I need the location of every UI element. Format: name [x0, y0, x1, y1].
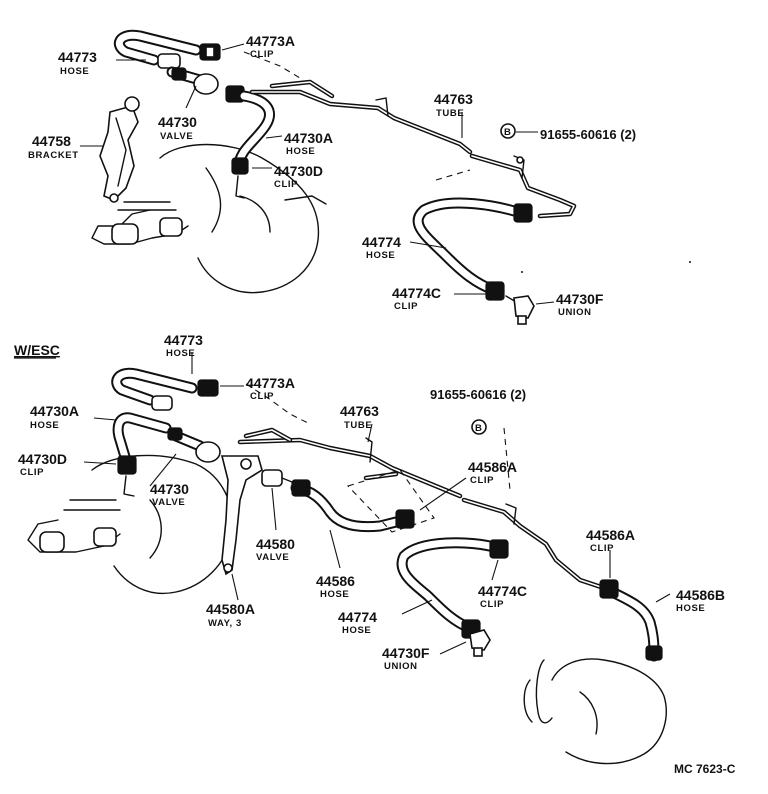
callout-number-t-44774: 44774 — [362, 234, 401, 250]
top-assembly: B 44773 HOSE 44773A CLIP 44730 VALVE 447… — [28, 29, 636, 325]
callout-name-b-44580a: WAY, 3 — [208, 618, 242, 629]
bolt-marker-top: B — [504, 127, 511, 138]
bolt-marker-bottom: B — [475, 423, 482, 434]
callout-number-t-44730: 44730 — [158, 114, 197, 130]
callout-name-b-44774: HOSE — [342, 625, 371, 636]
callout-number-t-91655: 91655-60616 (2) — [540, 127, 636, 142]
callout-name-b-44586: HOSE — [320, 589, 349, 600]
callout-number-t-44773a: 44773A — [246, 33, 295, 49]
callout-number-b-44730: 44730 — [150, 481, 189, 497]
callout-name-b-44730a: HOSE — [30, 420, 59, 431]
callout-number-b-44586a2: 44586A — [586, 527, 635, 543]
bracket-44758 — [99, 96, 140, 203]
callout-number-b-44773: 44773 — [164, 332, 203, 348]
callout-name-b-44773a: CLIP — [250, 391, 274, 402]
callout-name-b-44586a2: CLIP — [590, 543, 614, 554]
callout-number-b-44586a1: 44586A — [468, 459, 517, 475]
callout-name-b-44586a1: CLIP — [470, 475, 494, 486]
callout-number-b-91655: 91655-60616 (2) — [430, 387, 526, 402]
callout-name-b-44774c: CLIP — [480, 599, 504, 610]
diagram-code: MC 7623-C — [674, 762, 736, 776]
callout-name-b-44730: VALVE — [152, 497, 185, 508]
callout-name-t-44730a: HOSE — [286, 146, 315, 157]
callout-number-b-44580: 44580 — [256, 536, 295, 552]
section-label-w-esc: W/ESC — [14, 342, 60, 358]
callout-name-t-44773a: CLIP — [250, 49, 274, 60]
callout-name-b-44730f: UNION — [384, 661, 418, 672]
callout-number-b-44773a: 44773A — [246, 375, 295, 391]
callout-name-t-44730f: UNION — [558, 307, 592, 318]
callout-name-t-44730: VALVE — [160, 131, 193, 142]
callout-number-b-44586b: 44586B — [676, 587, 725, 603]
booster-outline-bottom — [523, 658, 667, 765]
bottom-assembly: B 44773 HOSE 44773A CLIP 44730A HOSE 447… — [18, 332, 725, 765]
callout-name-b-44730d: CLIP — [20, 467, 44, 478]
callout-number-b-44730a: 44730A — [30, 403, 79, 419]
callout-name-t-44774c: CLIP — [394, 301, 418, 312]
callout-number-t-44730f: 44730F — [556, 291, 604, 307]
callout-name-b-44773: HOSE — [166, 348, 195, 359]
callout-number-t-44763: 44763 — [434, 91, 473, 107]
callout-number-b-44580a: 44580A — [206, 601, 255, 617]
callout-name-b-44580: VALVE — [256, 552, 289, 563]
callout-number-b-44730f: 44730F — [382, 645, 430, 661]
callout-number-b-44774c: 44774C — [478, 583, 527, 599]
callout-number-t-44773: 44773 — [58, 49, 97, 65]
callout-number-t-44774c: 44774C — [392, 285, 441, 301]
callout-number-t-44730d: 44730D — [274, 163, 323, 179]
callout-name-t-44730d: CLIP — [274, 179, 298, 190]
callout-name-b-44763: TUBE — [344, 420, 372, 431]
callout-number-b-44763: 44763 — [340, 403, 379, 419]
callout-name-t-44773: HOSE — [60, 66, 89, 77]
engine-outline-top — [91, 143, 327, 294]
engine-outline-bottom — [27, 454, 234, 594]
callout-number-b-44774: 44774 — [338, 609, 377, 625]
callout-name-b-44586b: HOSE — [676, 603, 705, 614]
callout-number-b-44730d: 44730D — [18, 451, 67, 467]
callout-name-t-44774: HOSE — [366, 250, 395, 261]
callout-number-t-44730a: 44730A — [284, 130, 333, 146]
callout-number-b-44586: 44586 — [316, 573, 355, 589]
callout-name-t-44758: BRACKET — [28, 150, 79, 161]
callout-number-t-44758: 44758 — [32, 133, 71, 149]
callout-name-t-44763: TUBE — [436, 108, 464, 119]
